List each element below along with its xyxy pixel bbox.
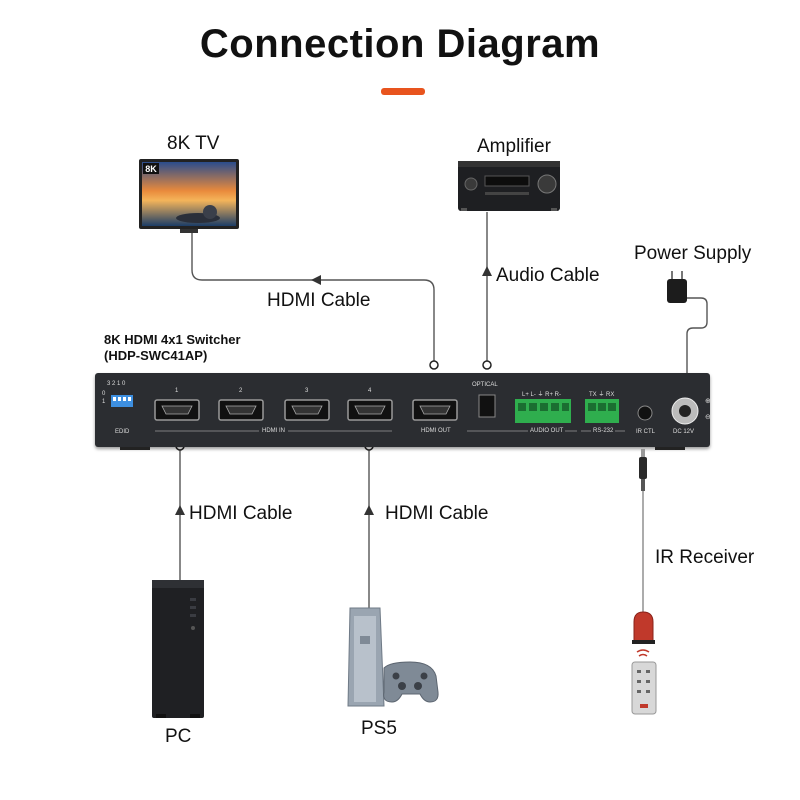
audio-out-terminal [515, 399, 571, 423]
switcher-name-line1: 8K HDMI 4x1 Switcher [104, 332, 241, 347]
title-accent-bar [381, 88, 425, 95]
switcher-foot-left [120, 447, 150, 450]
hdmi-out-port [412, 399, 458, 421]
hdmi-out-label: HDMI OUT [419, 428, 453, 434]
switcher-model: (HDP-SWC41AP) [104, 348, 208, 363]
dc-label: DC 12V [673, 429, 695, 435]
switcher-device: ⊕ ⊖ 3 2 1 0 0 1 EDID 1 2 3 4 HDMI IN HDM… [95, 373, 710, 447]
port-4-label: 4 [368, 388, 372, 394]
rs232-terminal-labels: TX ⏚ RX [589, 392, 615, 398]
amplifier-icon [458, 161, 560, 211]
ps5-label: PS5 [361, 718, 397, 739]
dip-numbers: 3 2 1 0 [107, 381, 126, 387]
amplifier-label: Amplifier [477, 136, 551, 157]
rs232-terminal [585, 399, 619, 423]
ir-plug-icon [639, 449, 647, 491]
pc-icon [152, 580, 204, 718]
dip-side-1: 1 [102, 399, 106, 405]
tv-8k-badge: 8K [145, 164, 157, 174]
audio-endpoint [482, 360, 492, 370]
tv-icon: 8K [139, 159, 239, 233]
rs232-label: RS-232 [591, 428, 616, 434]
audio-cable-label: Audio Cable [496, 265, 600, 286]
arrow-to-tv [311, 275, 321, 285]
port-2-label: 2 [239, 388, 243, 394]
edid-label: EDID [115, 429, 130, 435]
switcher-name: 8K HDMI 4x1 Switcher (HDP-SWC41AP) [104, 332, 241, 364]
audio-terminal-labels: L+ L- ⏚ R+ R- [522, 392, 562, 398]
dip-side-0: 0 [102, 391, 106, 397]
edid-dip-switch [111, 395, 133, 407]
ps5-cable-label: HDMI Cable [385, 503, 489, 524]
ir-ctl-jack [637, 405, 653, 421]
audio-out-label: AUDIO OUT [528, 428, 566, 434]
port-1-label: 1 [175, 388, 179, 394]
power-supply-label: Power Supply [634, 243, 752, 264]
svg-text:⊕: ⊕ [705, 398, 710, 405]
hdmi-out-endpoint [429, 360, 439, 370]
power-cable-line [683, 297, 708, 382]
optical-label: OPTICAL [472, 382, 498, 388]
pc-cable-label: HDMI Cable [189, 503, 293, 524]
ir-receiver-label: IR Receiver [655, 547, 755, 568]
hdmi-in-ports [154, 399, 393, 421]
pc-label: PC [165, 726, 192, 747]
optical-port [478, 394, 496, 418]
ps5-icon [347, 607, 439, 707]
diagram-title: Connection Diagram [199, 22, 601, 66]
svg-text:⊖: ⊖ [705, 414, 710, 421]
arrow-up-pc [175, 505, 185, 515]
ir-ctl-label: IR CTL [636, 429, 656, 435]
hdmi-in-label: HDMI IN [259, 428, 288, 434]
power-adapter-icon [667, 271, 687, 303]
tv-label: 8K TV [167, 133, 220, 154]
arrow-to-amp [482, 266, 492, 276]
switcher-foot-right [655, 447, 685, 450]
arrow-up-ps5 [364, 505, 374, 515]
hdmi-out-cable-label: HDMI Cable [267, 290, 371, 311]
port-3-label: 3 [305, 388, 309, 394]
ir-receiver-icon [631, 611, 657, 715]
